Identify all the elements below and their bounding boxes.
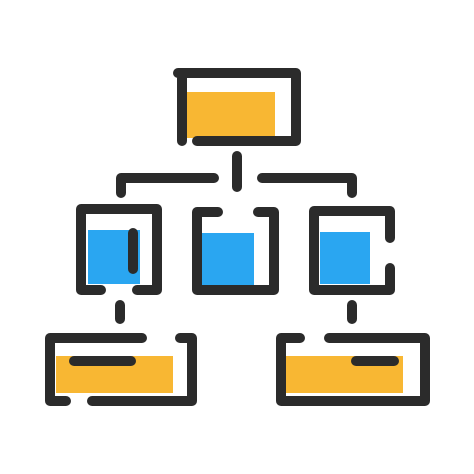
bottom-connector-icon xyxy=(115,300,357,324)
top-connector-icon xyxy=(116,151,357,198)
middle-left-node-icon xyxy=(76,204,162,295)
bottom-right-node-icon xyxy=(276,333,430,406)
top-node-icon xyxy=(173,68,301,146)
middle-center-node-icon xyxy=(192,207,279,295)
bottom-left-node-icon xyxy=(45,333,197,406)
middle-right-node-icon xyxy=(309,206,395,295)
